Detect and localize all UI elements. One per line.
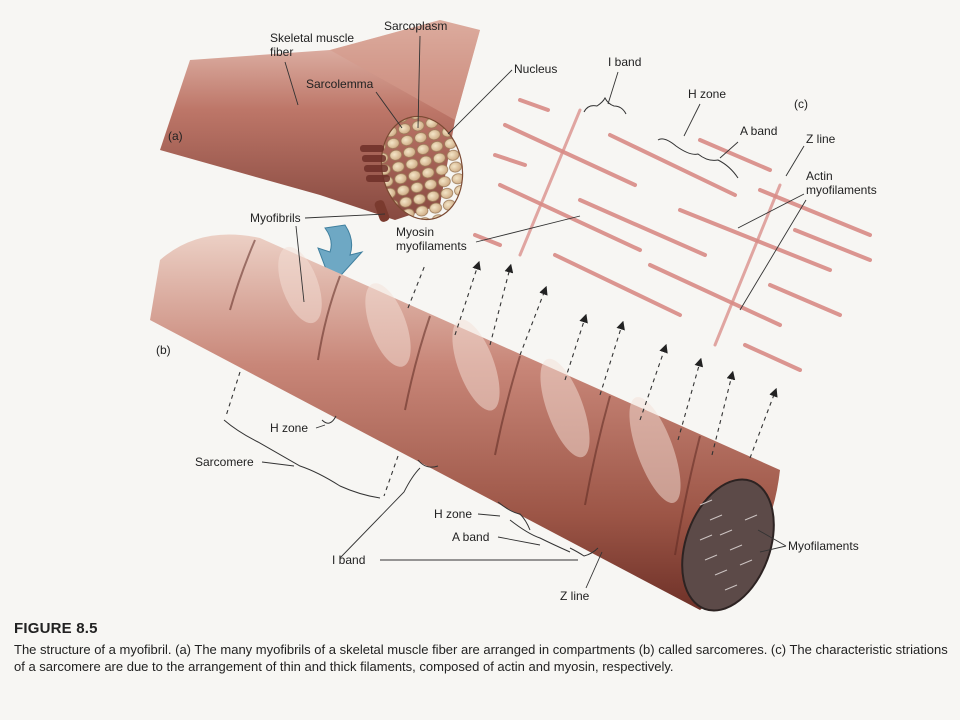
panel-c-label: (c) — [794, 97, 808, 111]
myofibril-cut-end — [681, 478, 775, 612]
label-h-zone-b-left: H zone — [270, 421, 308, 435]
label-skeletal-muscle-fiber-1: Skeletal muscle — [270, 31, 354, 45]
figure-caption-text: The structure of a myofibril. (a) The ma… — [14, 642, 948, 674]
label-skeletal-muscle-fiber-2: fiber — [270, 45, 293, 59]
label-sarcolemma: Sarcolemma — [306, 77, 374, 91]
myofibril-diagram: (a) (b) (c) Skeletal muscle fiber Sarcop… — [150, 19, 877, 612]
panel-b-label: (b) — [156, 343, 171, 357]
label-actin-2: myofilaments — [806, 183, 877, 197]
label-myosin-1: Myosin — [396, 225, 434, 239]
label-actin-1: Actin — [806, 169, 833, 183]
muscle-fiber-a — [160, 20, 480, 222]
label-myosin-2: myofilaments — [396, 239, 467, 253]
panel-a-label: (a) — [168, 129, 183, 143]
figure-caption: FIGURE 8.5 The structure of a myofibril.… — [14, 620, 950, 675]
myofibril-b — [150, 234, 780, 612]
label-i-band-c: I band — [608, 55, 641, 69]
label-h-zone-b: H zone — [434, 507, 472, 521]
label-h-zone-c: H zone — [688, 87, 726, 101]
label-sarcoplasm: Sarcoplasm — [384, 19, 447, 33]
label-a-band-c: A band — [740, 124, 777, 138]
label-nucleus: Nucleus — [514, 62, 557, 76]
label-sarcomere: Sarcomere — [195, 455, 254, 469]
label-myofibrils: Myofibrils — [250, 211, 301, 225]
label-z-line-c: Z line — [806, 132, 836, 146]
projection-arrows — [407, 260, 778, 459]
figure-title: FIGURE 8.5 — [14, 620, 98, 637]
label-a-band-b: A band — [452, 530, 489, 544]
label-z-line-b: Z line — [560, 589, 590, 603]
label-i-band-b: I band — [332, 553, 365, 567]
label-myofilaments: Myofilaments — [788, 539, 859, 553]
